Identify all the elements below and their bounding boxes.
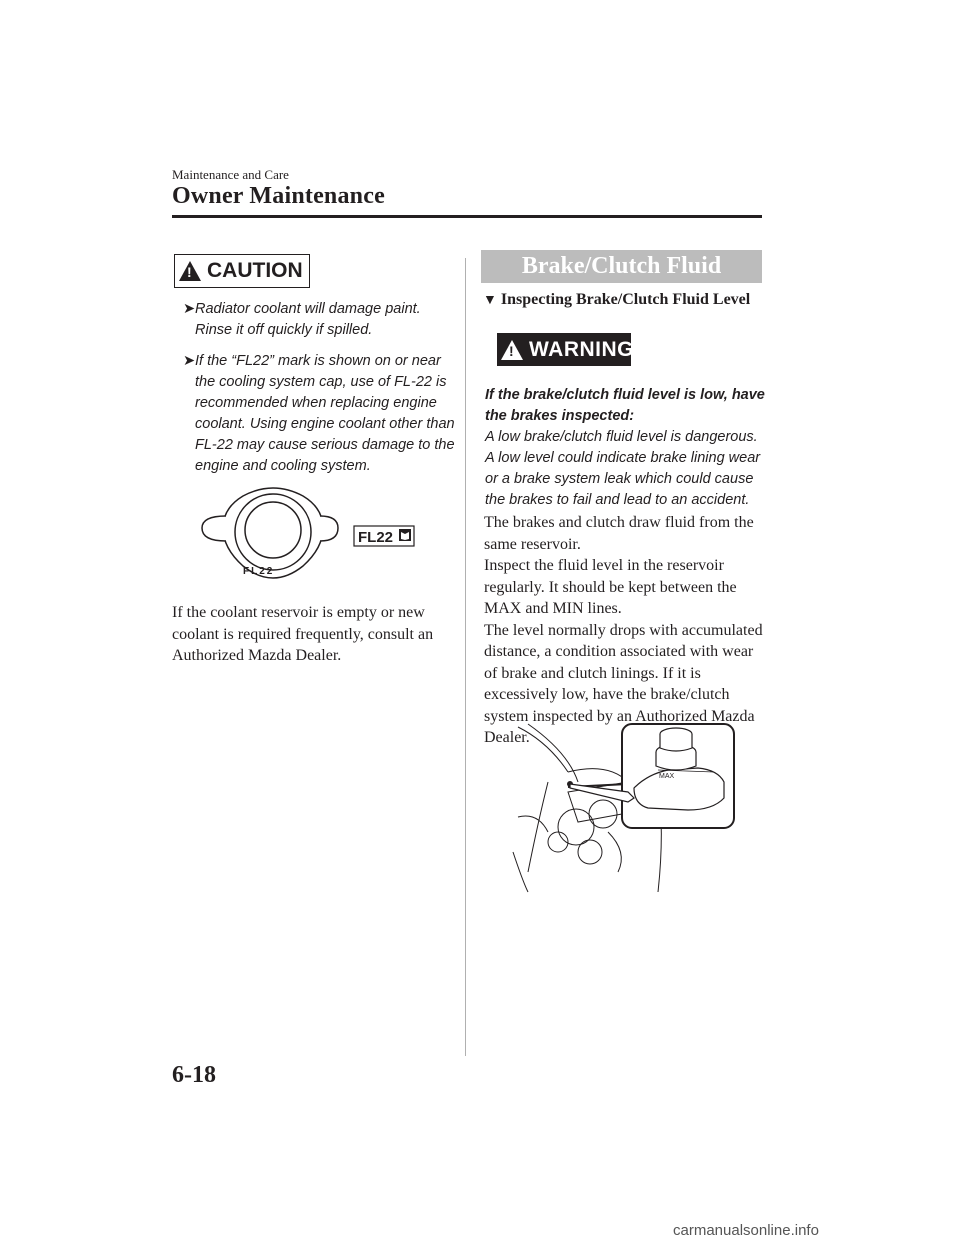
warning-bold-text: If the brake/clutch fluid level is low, … — [485, 387, 765, 424]
brake-subheading-text: Inspecting Brake/Clutch Fluid Level — [500, 291, 751, 308]
down-triangle-icon: ▼ — [483, 293, 497, 308]
brake-body-text: The brakes and clutch draw fluid from th… — [484, 514, 763, 746]
max-line-label: MAX — [659, 773, 675, 780]
brake-subheading: ▼Inspecting Brake/Clutch Fluid Level — [483, 291, 750, 309]
caution-label: CAUTION — [207, 259, 303, 282]
column-divider — [465, 258, 466, 1056]
warning-triangle-icon: ! — [501, 339, 523, 360]
radiator-cap-illustration: FL22 FL22 — [201, 487, 415, 579]
page-number: 6-18 — [172, 1062, 216, 1088]
caution-bullet: ➤ Radiator coolant will damage paint. Ri… — [183, 299, 463, 341]
arrow-bullet-icon: ➤ — [183, 301, 196, 317]
coolant-paragraph: If the coolant reservoir is empty or new… — [172, 604, 434, 664]
caution-bullet: ➤ If the “FL22” mark is shown on or near… — [183, 351, 463, 477]
brake-section-title: Brake/Clutch Fluid — [481, 250, 762, 283]
caution-bullet-list: ➤ Radiator coolant will damage paint. Ri… — [183, 299, 463, 477]
caution-bullet-text: If the “FL22” mark is shown on or near t… — [195, 353, 455, 474]
footer-watermark: carmanualsonline.info — [673, 1222, 819, 1239]
arrow-bullet-icon: ➤ — [183, 353, 196, 369]
caution-bullet-text: Radiator coolant will damage paint. Rins… — [195, 301, 421, 338]
caution-badge: ! CAUTION — [174, 254, 310, 288]
warning-content: If the brake/clutch fluid level is low, … — [485, 385, 765, 511]
brake-reservoir-illustration: MAX — [512, 723, 735, 893]
header-rule — [172, 215, 762, 218]
warning-label: WARNING — [529, 337, 634, 361]
warning-text: A low brake/clutch fluid level is danger… — [485, 429, 761, 508]
section-label: Maintenance and Care — [172, 167, 289, 182]
warning-badge: ! WARNING — [497, 333, 634, 366]
fl22-badge-text: FL22 — [358, 529, 393, 546]
warning-triangle-icon: ! — [179, 261, 201, 281]
page-title: Owner Maintenance — [172, 183, 385, 209]
cap-fl22-text: FL22 — [243, 566, 274, 577]
